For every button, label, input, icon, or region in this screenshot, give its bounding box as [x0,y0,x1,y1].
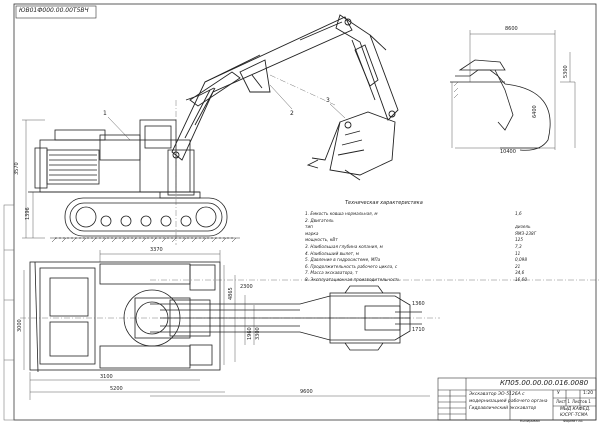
dim-side-cab: 1396 [25,207,31,220]
title-line-2: модернизацией рабочего органа [469,399,548,404]
spec-key: мощность, кВт [305,237,338,243]
spec-key: 3. Наибольшая глубина копания, м [305,243,383,249]
dim-plan-bottom: 5200 [110,386,123,392]
stamp-top: ЮВ01Ф000.00.00Т5ВЧ [19,7,89,14]
org-line-1: МЫД КАФЕД. [560,407,591,412]
side-dimension-lines [22,119,45,239]
stick-arm [335,14,399,121]
dim-plan-mid: 3300 [255,327,261,340]
spec-value: дизель [515,224,531,230]
copied-label: Копировал [520,419,540,423]
callout-leaders [107,84,346,141]
dim-bucket-w: 1360 [412,301,425,307]
spec-key: 6. Продолжительность рабочего цикла, с [305,263,398,269]
spec-value: 7,3 [515,243,522,249]
callout-3: 3 [326,97,330,104]
spec-row: 7. Масса экскаватора, т 34,6 [305,270,545,277]
dim-side-total: 3570 [14,162,20,175]
spec-row: марка ЯМЗ-238Г [305,231,545,238]
bucket [306,111,396,181]
dim-plan-left: 3100 [100,374,113,380]
dim-detail-top: 8600 [505,26,518,32]
title-scale: 1:20 [583,391,594,396]
detail-dims [451,30,576,150]
spec-list: 1. Емкость ковша нормальная, м 1,6 2. Двиг… [305,211,545,284]
dim-detail-right-2: 6400 [532,105,538,118]
spec-key: 2. Двигатель [305,217,334,223]
dim-detail-right-1: 5300 [563,65,569,78]
dim-bucket-h: 1710 [412,327,425,333]
dim-plan-frame: 3000 [17,319,23,332]
spec-value: 21 [515,263,521,269]
upper-structure [28,119,201,199]
spec-row: тип дизель [305,224,545,231]
doc-code: КП05.00.00.00.016.0080 [500,379,589,387]
title-line-1: Экскаватор ЭО-5126А с [469,392,525,397]
title-line-3: Гидравлический экскаватор [469,406,537,411]
plan-view-boom [150,285,422,351]
callout-1: 1 [103,110,107,117]
title-block [437,377,597,421]
spec-value: ЯМЗ-238Г [515,230,537,236]
title-sheet: Лист 1 [556,399,570,404]
spec-row: мощность, кВт 125 [305,237,545,244]
spec-row: 3. Наибольшая глубина копания, м 7,3 [305,244,545,251]
org-line-2: ЮСРГ-ТСМА [560,413,588,418]
spec-key: 4. Наибольший вылет, м [305,250,359,256]
margin-strip [3,204,15,421]
dim-plan-overall: 9600 [300,389,313,395]
spec-value: 11 [515,250,521,256]
spec-row: 6. Продолжительность рабочего цикла, с 21 [305,264,545,271]
title-sheets: Листов 1 [572,399,591,404]
spec-value: 34,6 [515,270,525,276]
dim-detail-bottom: 10400 [500,149,516,155]
spec-row: 2. Двигатель [305,218,545,225]
spec-key: 1. Емкость ковша нормальная, м [305,211,378,216]
spec-row: 4. Наибольший вылет, м 11 [305,251,545,258]
spec-key: 7. Масса экскаватора, т [305,270,358,276]
spec-key: тип [305,224,313,230]
boom [171,16,353,161]
plan-dimension-lines [23,250,430,400]
callout-2: 2 [290,110,294,117]
spec-key: 8. Эксплуатационная производительность [305,276,400,282]
spec-value: 1,6 [515,211,522,216]
spec-title: Техническая характеристика [345,200,423,206]
spec-key: марка [305,230,319,236]
spec-key: 5. Давление в гидросистеме, МПа [305,257,381,263]
spec-value: 0,098 [515,257,527,263]
dim-boom-len: 2300 [240,284,253,290]
stamp-top-box [15,5,97,19]
spec-row: 8. Эксплуатационная производительность 16… [305,277,545,284]
format-label: Формат А1 [563,419,583,423]
spec-row: 5. Давление в гидросистеме, МПа 0,098 [305,257,545,264]
crawler-side [55,197,235,239]
dim-boom-h: 1960 [247,327,253,340]
spec-row: 1. Емкость ковша нормальная, м 1,6 [305,211,545,218]
dim-plan-top: 3370 [150,247,163,253]
dim-plan-track: 4865 [228,287,234,300]
spec-value: 125 [515,237,523,243]
title-lit: У [557,391,560,396]
ground-hatching [50,237,240,243]
spec-value: 16,60 [515,276,527,282]
plan-view-chassis [29,261,221,373]
